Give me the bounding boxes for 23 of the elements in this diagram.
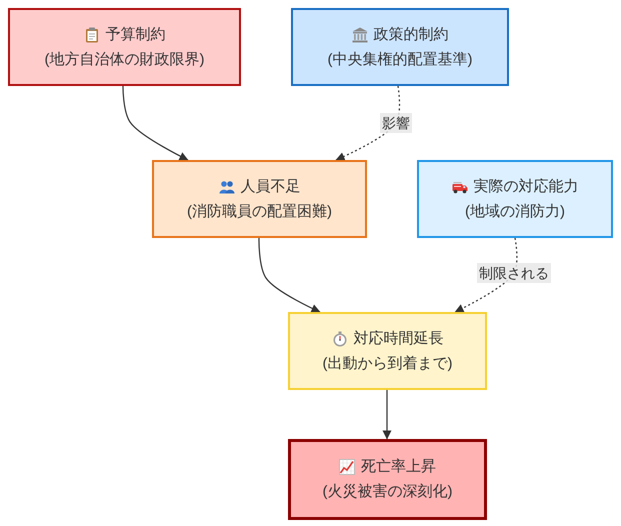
process-box xyxy=(8,8,241,86)
arrow xyxy=(382,390,392,440)
process-box xyxy=(288,439,487,520)
node-title: 死亡率上昇 xyxy=(361,457,436,477)
node-title: 対応時間延長 xyxy=(354,328,444,348)
node-subtitle: (地域の消防力) xyxy=(465,202,565,222)
node-subtitle: (中央集権的配置基準) xyxy=(328,50,472,70)
process-box xyxy=(291,8,509,86)
arrow xyxy=(258,238,320,313)
node-title: 実際の対応能力 xyxy=(474,176,578,196)
edge-label: 影響 xyxy=(380,113,412,133)
node-title: 人員不足 xyxy=(240,176,300,196)
edge-label: 制限される xyxy=(477,263,551,283)
node-subtitle: (火災被害の深刻化) xyxy=(322,482,452,502)
node-subtitle: (出動から到着まで) xyxy=(322,354,452,374)
node-subtitle: (地方自治体の財政限界) xyxy=(44,50,204,70)
node-subtitle: (消防職員の配置困難) xyxy=(187,202,332,222)
process-box xyxy=(417,160,613,238)
arrow xyxy=(122,86,188,161)
process-box xyxy=(152,160,367,238)
node-title: 政策的制約 xyxy=(374,24,448,44)
node-title: 予算制約 xyxy=(106,24,166,44)
process-box xyxy=(288,312,487,390)
